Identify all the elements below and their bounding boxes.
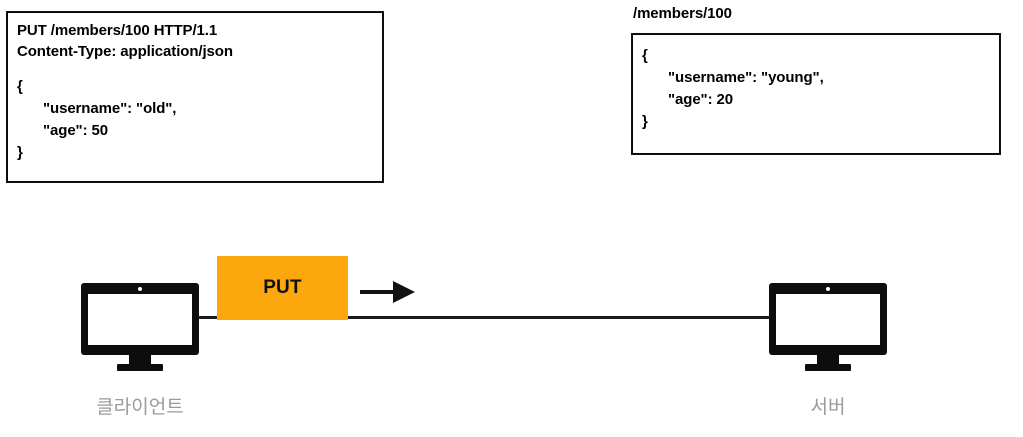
monitor-base-icon: [117, 364, 163, 371]
client-label: 클라이언트: [96, 397, 184, 418]
request-header-content-type: Content-Type: application/json: [17, 43, 233, 60]
arrow-head: [393, 281, 415, 303]
server-computer-icon: [769, 283, 887, 371]
monitor-screen-icon: [88, 294, 192, 345]
monitor-neck-icon: [129, 353, 151, 365]
request-blank-line: [17, 62, 382, 76]
http-request-box: PUT /members/100 HTTP/1.1 Content-Type: …: [6, 11, 384, 183]
arrow-shaft: [360, 290, 398, 294]
webcam-dot-icon: [138, 287, 142, 291]
monitor-screen-icon: [776, 294, 880, 345]
network-connection-line: [83, 316, 873, 319]
http-method-label: PUT: [263, 277, 302, 298]
request-body-open-brace: {: [17, 78, 23, 95]
request-body-username: "username": "old",: [43, 100, 177, 117]
server-label: 서버: [810, 397, 846, 418]
monitor-base-icon: [805, 364, 851, 371]
request-line: PUT /members/100 HTTP/1.1: [17, 22, 218, 39]
resource-body-close-brace: }: [642, 113, 648, 130]
resource-path-label: /members/100: [633, 5, 732, 22]
monitor-neck-icon: [817, 353, 839, 365]
resource-body-open-brace: {: [642, 47, 648, 64]
resource-body-age: "age": 20: [668, 91, 734, 108]
request-body-age: "age": 50: [43, 122, 109, 139]
http-method-badge: PUT: [217, 256, 348, 320]
request-body-close-brace: }: [17, 144, 23, 161]
webcam-dot-icon: [826, 287, 830, 291]
resource-representation-box: { "username": "young", "age": 20 }: [631, 33, 1001, 155]
client-computer-icon: [81, 283, 199, 371]
monitor-body-icon: [81, 283, 199, 355]
resource-body-username: "username": "young",: [668, 69, 824, 86]
request-direction-arrow-icon: [360, 281, 415, 303]
monitor-body-icon: [769, 283, 887, 355]
